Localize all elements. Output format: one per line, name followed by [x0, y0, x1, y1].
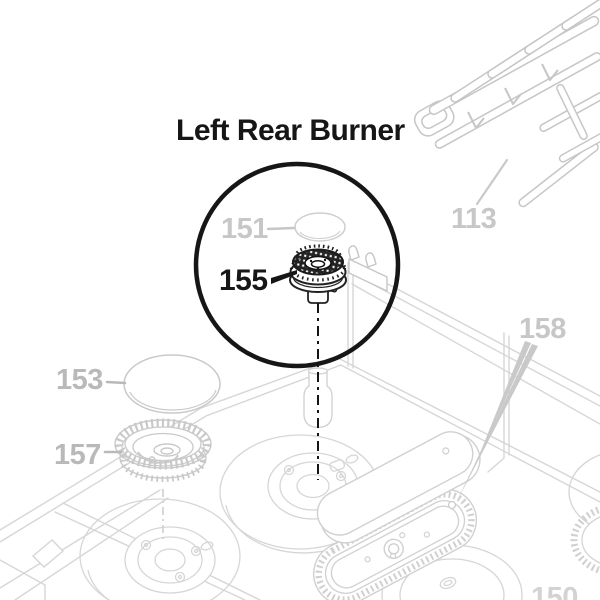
burner-mount-left	[79, 498, 241, 600]
leader-153	[105, 380, 127, 385]
part-label-113[interactable]: 113	[451, 203, 497, 235]
figure-title: Left Rear Burner	[176, 114, 405, 147]
part-label-158[interactable]: 158	[519, 313, 566, 345]
burner-cap-151-artwork	[294, 212, 346, 242]
hinge-bracket	[348, 245, 388, 292]
part-label-150[interactable]: 150	[531, 582, 578, 600]
maintop-panel	[0, 262, 600, 600]
round-burner-157-artwork	[114, 418, 212, 482]
oval-burner-150-artwork	[312, 431, 481, 600]
burner-head-155-artwork	[289, 244, 347, 304]
callout-circle	[193, 161, 401, 369]
burner-cap-153-artwork	[123, 354, 221, 414]
part-label-155[interactable]: 155	[219, 264, 268, 297]
leader-151	[266, 226, 296, 231]
leader-155	[271, 270, 297, 284]
leader-158	[456, 341, 538, 503]
part-label-157[interactable]: 157	[54, 439, 101, 471]
grate-113-artwork	[413, 0, 600, 208]
burner-right-partial	[568, 454, 600, 575]
leader-lines	[103, 158, 509, 454]
part-label-151[interactable]: 151	[221, 213, 268, 245]
part-label-153[interactable]: 153	[56, 364, 103, 396]
leader-113	[475, 158, 509, 206]
